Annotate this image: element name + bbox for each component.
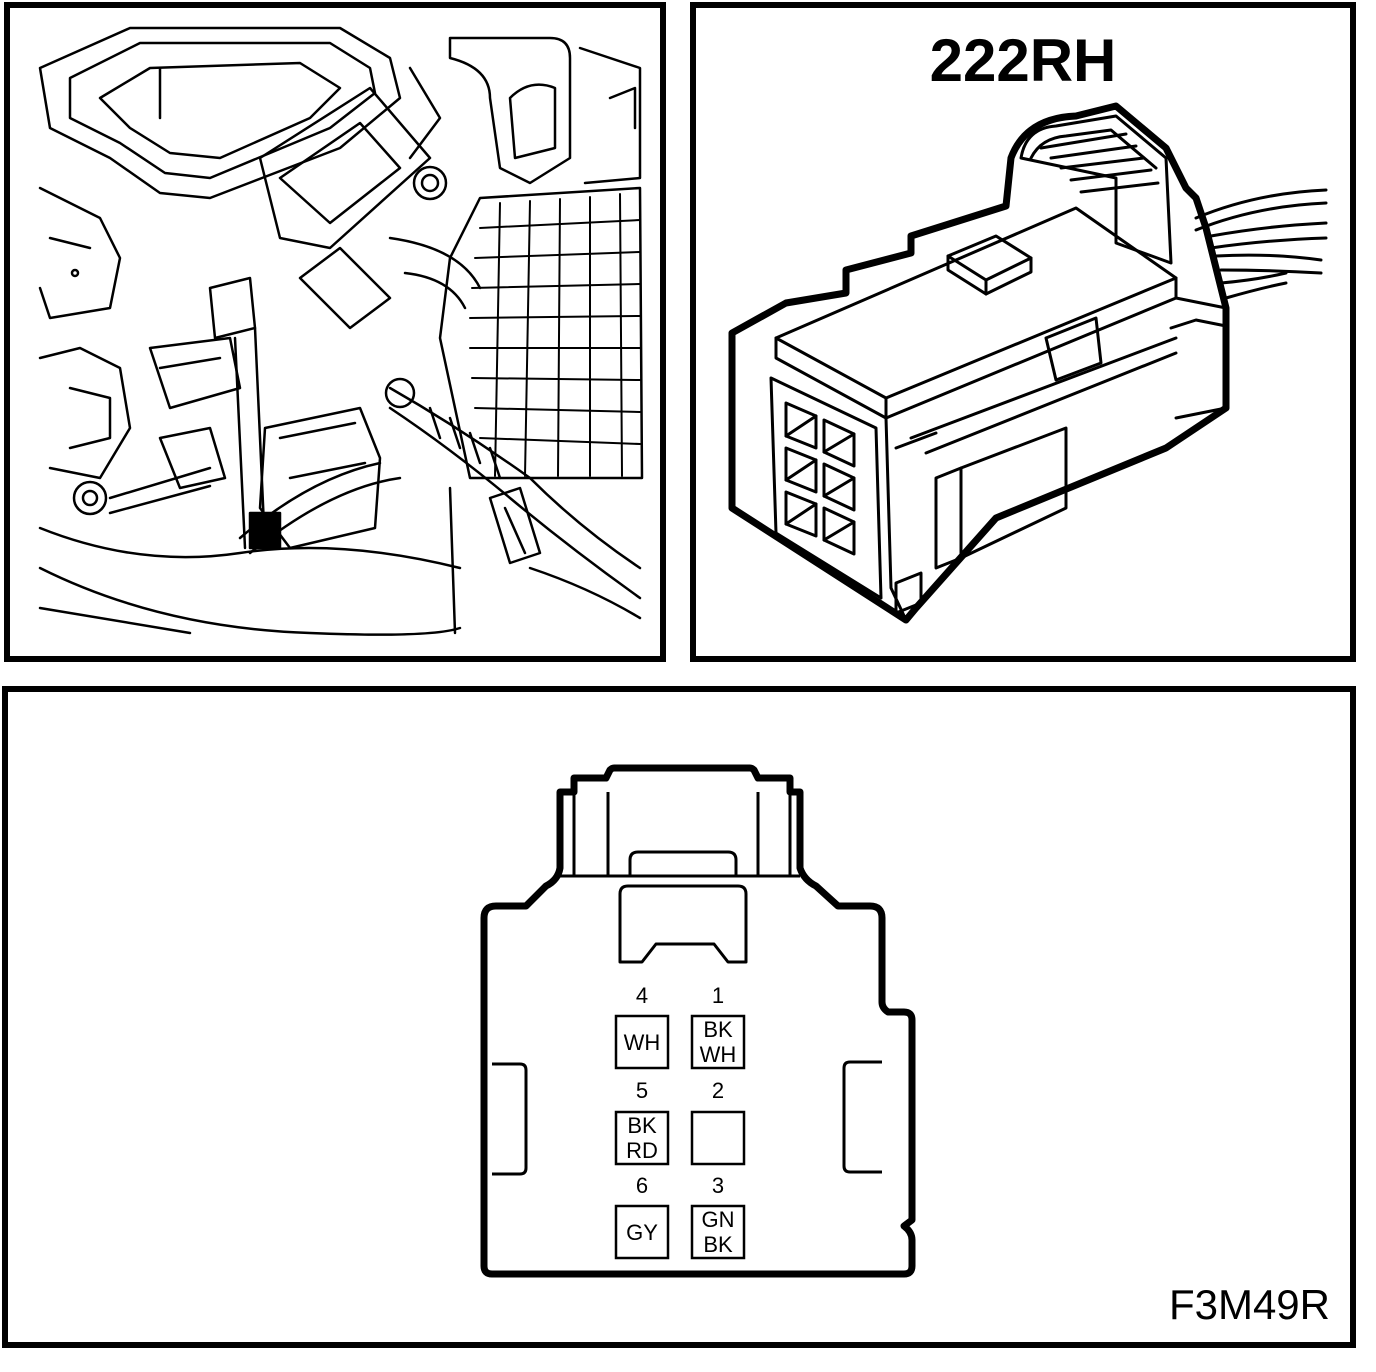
pin-1-wire-color-line2: WH (700, 1042, 737, 1067)
pin-cavity-6 (614, 1204, 670, 1260)
pin-cavity-4 (614, 1014, 670, 1070)
pin-number-5: 5 (636, 1078, 648, 1103)
connector-title: 222RH (929, 27, 1117, 94)
figure-code: F3M49R (1168, 1281, 1330, 1328)
pin-cavity-1 (690, 1014, 746, 1070)
engine-bay-illustration (38, 26, 644, 636)
pin-number-4: 4 (636, 983, 648, 1008)
connector-view-panel: 222RH (690, 2, 1356, 662)
pin-6-wire-color: GY (626, 1220, 658, 1245)
pin-3-wire-color-line1: GN (702, 1207, 735, 1232)
location-illustration-panel (4, 2, 666, 662)
pin-4-wire-color: WH (624, 1030, 661, 1055)
pin-5-wire-color-line2: RD (626, 1138, 658, 1163)
pin-number-2: 2 (712, 1078, 724, 1103)
pin-number-1: 1 (712, 983, 724, 1008)
pin-cavity-3 (690, 1204, 746, 1260)
pin-number-3: 3 (712, 1173, 724, 1198)
pinout-panel: 4 1 5 2 6 3 WH BK WH BK RD GY GN BK F3M4… (2, 686, 1356, 1348)
pin-5-wire-color-line1: BK (627, 1113, 657, 1138)
pin-3-wire-color-line2: BK (703, 1232, 733, 1257)
pin-1-wire-color-line1: BK (703, 1017, 733, 1042)
pin-number-6: 6 (636, 1173, 648, 1198)
connector-face-pinout: 4 1 5 2 6 3 WH BK WH BK RD GY GN BK (480, 764, 916, 1278)
pin-cavity-5 (614, 1110, 670, 1166)
connector-3d-illustration (728, 102, 1328, 624)
pin-cavity-2 (690, 1110, 746, 1166)
